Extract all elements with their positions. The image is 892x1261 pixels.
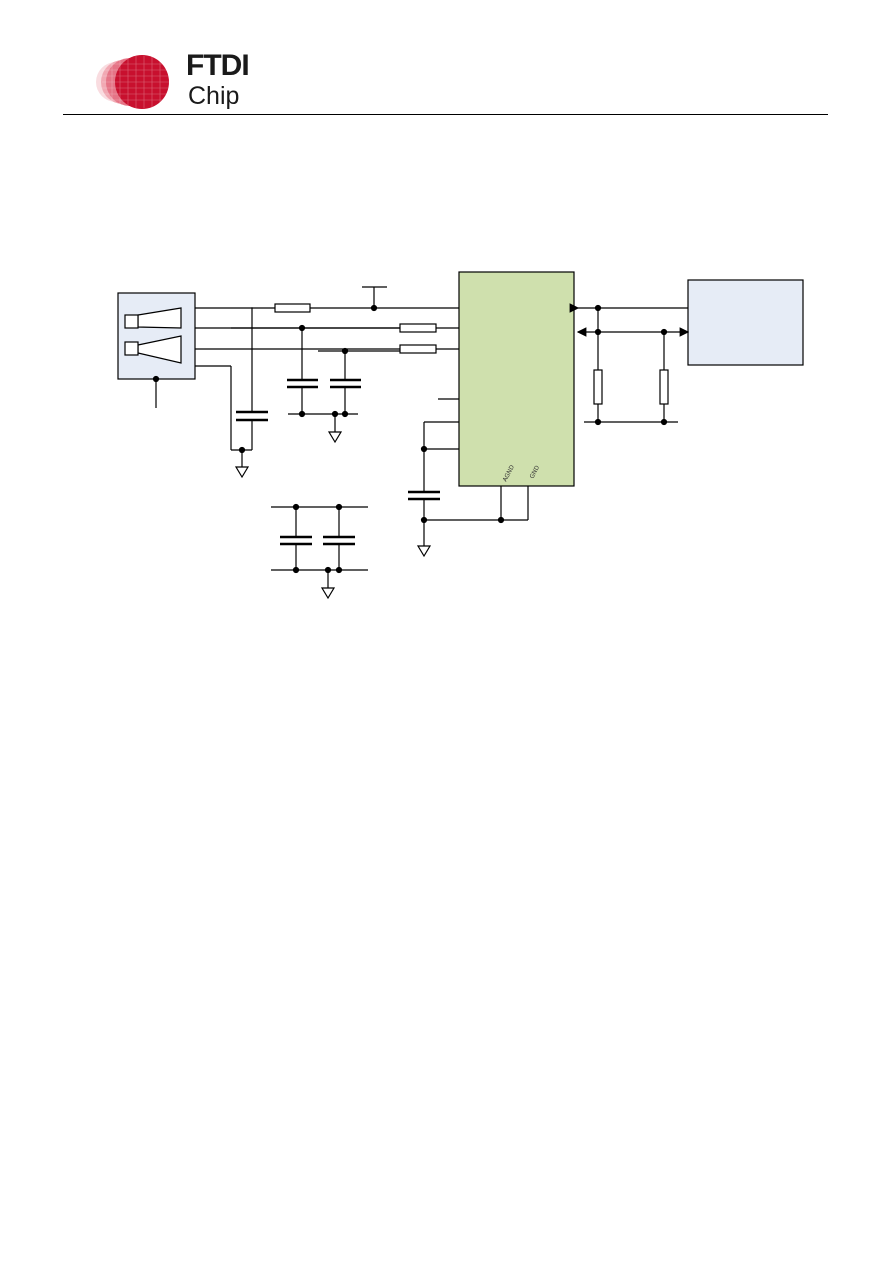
pullup-resistor-icon	[659, 369, 669, 405]
ferrite-resistor-icon	[274, 303, 311, 313]
usb-data-nets	[195, 323, 459, 355]
ftdi-logo-icon	[96, 55, 170, 109]
vbus-decoupling	[195, 365, 268, 479]
data-line-capacitors	[287, 328, 361, 444]
logo-word-chip: Chip	[188, 82, 240, 110]
pullup-resistor-icon	[593, 369, 603, 405]
ground-icon	[320, 587, 336, 600]
ground-icon	[234, 466, 250, 479]
vbus-net	[195, 286, 459, 412]
ft-ic-chip	[408, 271, 575, 558]
logo-word-ftdi: FTDI	[186, 49, 250, 82]
mcu-block	[569, 279, 804, 426]
ground-icon	[327, 431, 343, 444]
series-resistor-icon	[399, 323, 437, 333]
ground-icon	[416, 545, 432, 558]
usb-connector-icon	[117, 292, 196, 408]
supply-decoupling-pair	[271, 503, 368, 600]
header-divider	[63, 114, 828, 115]
series-resistor-icon	[399, 344, 437, 354]
